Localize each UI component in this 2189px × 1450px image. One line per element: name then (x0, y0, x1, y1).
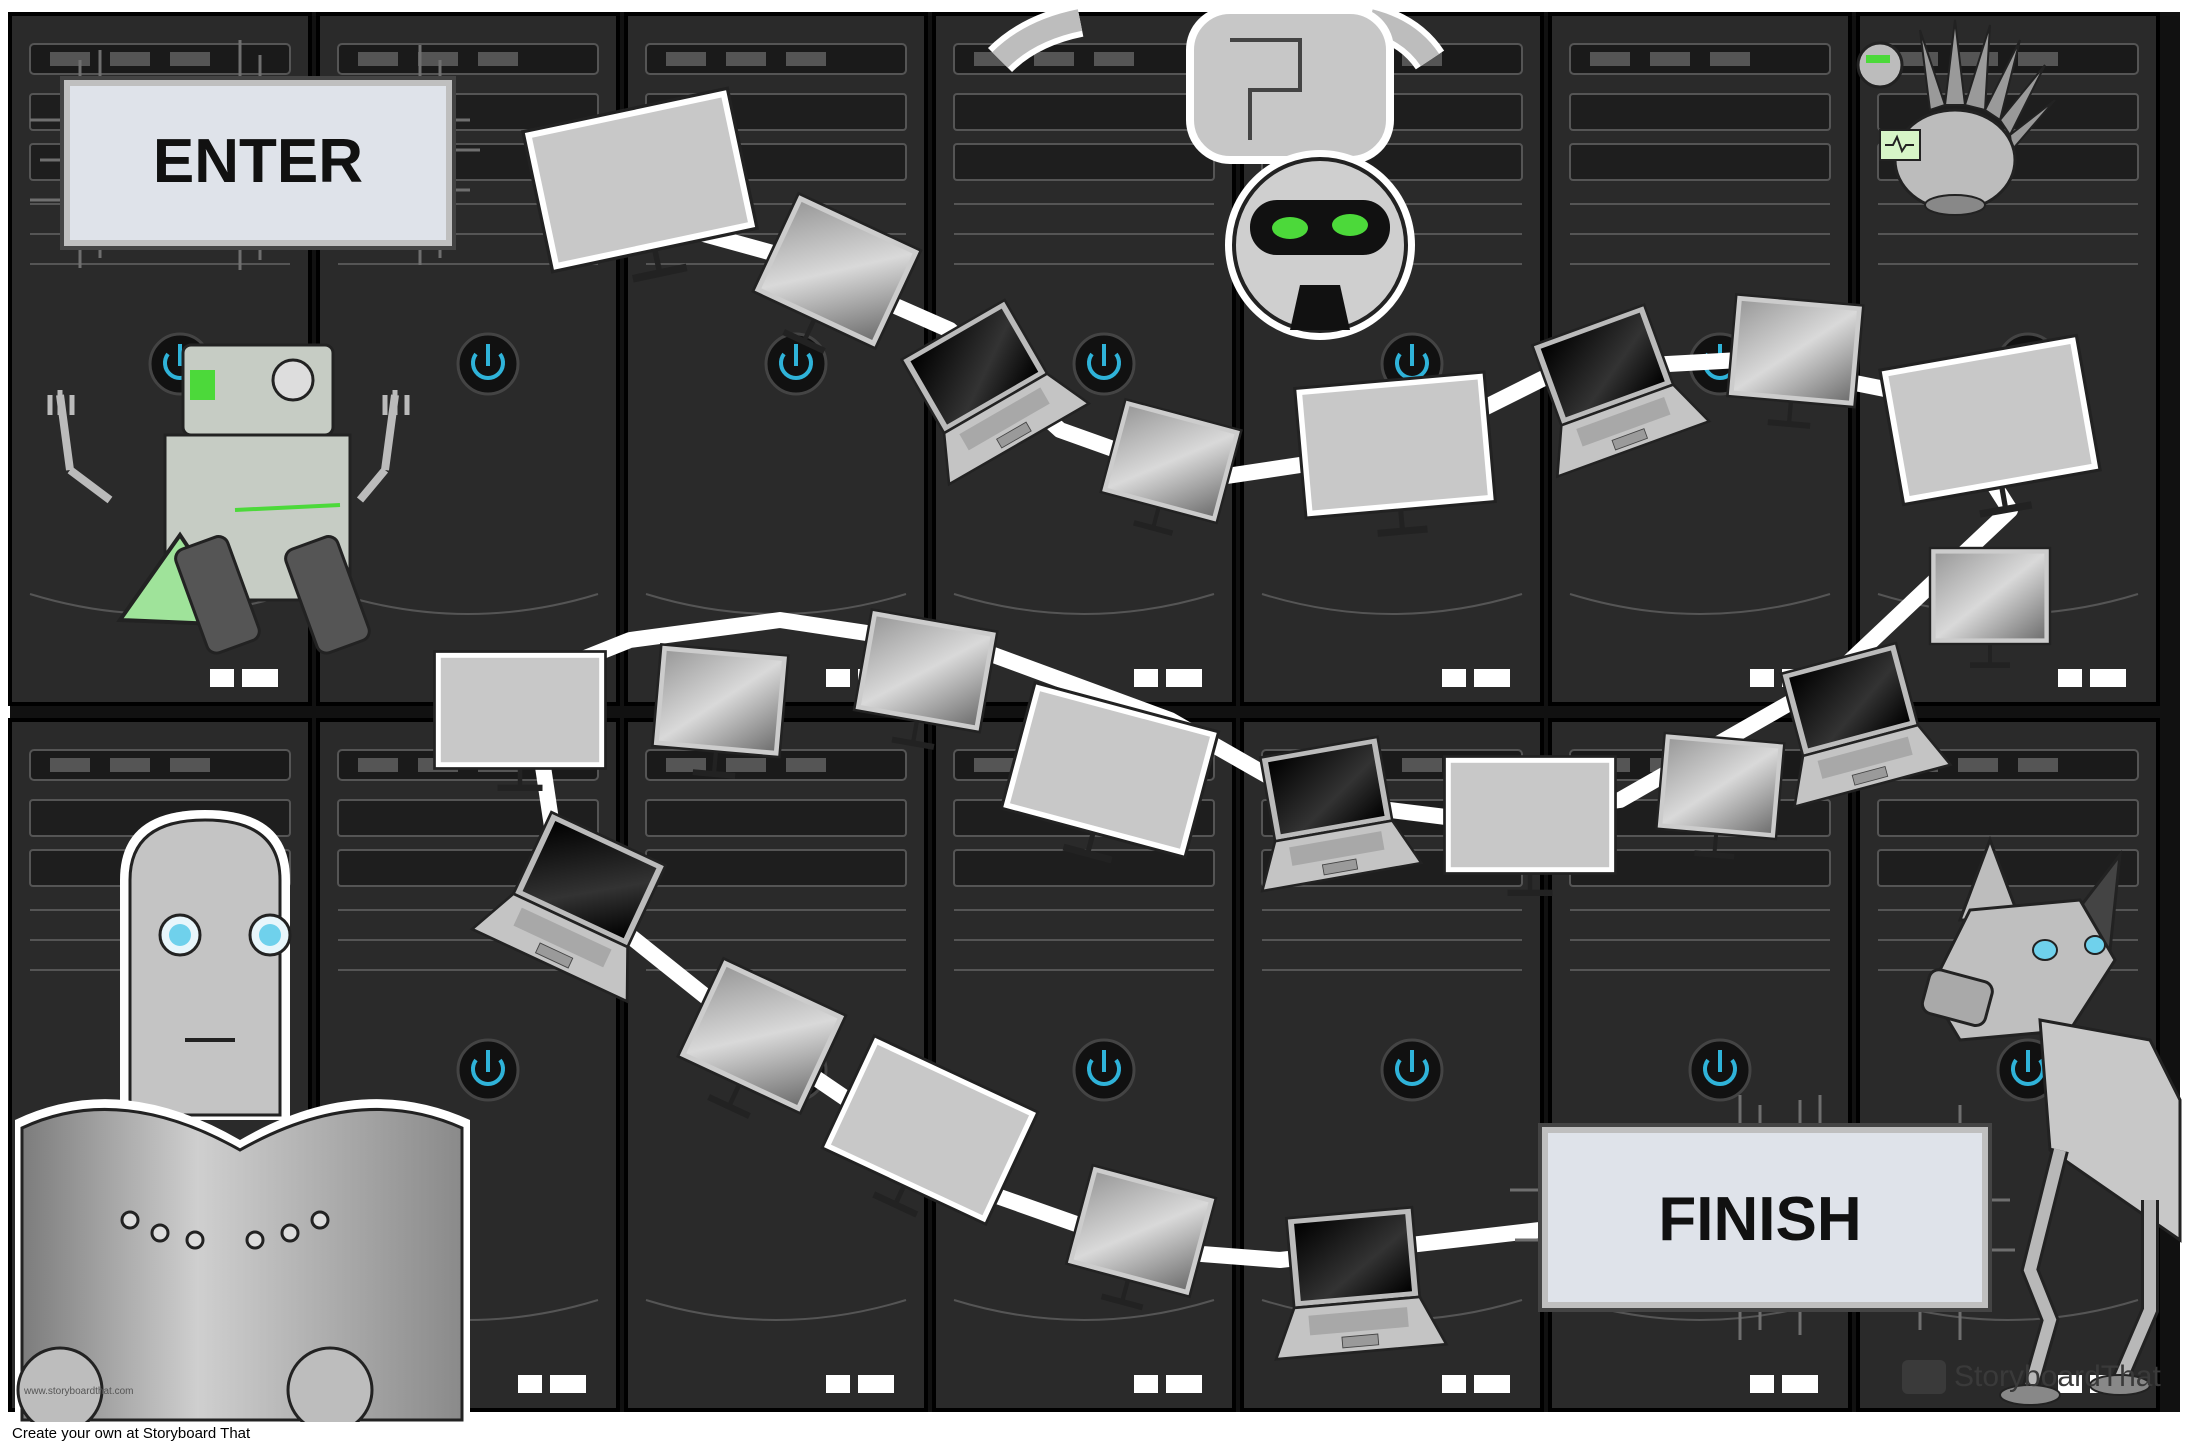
path-space-wide-monitor[interactable] (1293, 370, 1498, 543)
watermark-brand: StoryboardThat (1954, 1360, 2161, 1393)
storyboardthat-watermark: StoryboardThat (1902, 1360, 2161, 1394)
path-spaces (433, 86, 2105, 1361)
path-space-monitor[interactable] (1928, 546, 2052, 668)
finish-space: FINISH (1510, 1095, 2015, 1340)
path-space-monitor[interactable] (850, 608, 999, 758)
path-space-wide-monitor[interactable] (433, 650, 607, 792)
path-space-laptop[interactable] (1512, 297, 1712, 479)
finish-label: FINISH (1658, 1185, 1861, 1254)
path-space-laptop[interactable] (883, 289, 1092, 487)
enter-label: ENTER (153, 127, 363, 196)
path-space-wide-monitor[interactable] (1443, 755, 1617, 897)
power-button-icon (456, 332, 520, 396)
path-space-laptop[interactable] (469, 803, 686, 1004)
power-button-icon (456, 1038, 520, 1102)
robot-head-icon (987, 3, 1445, 340)
enter-space: ENTER (30, 40, 480, 270)
path-space-wide-monitor[interactable] (520, 86, 763, 298)
power-button-icon (1072, 332, 1136, 396)
small-watermark: www.storyboardthat.com (24, 1386, 134, 1397)
tracked-robot-icon (47, 343, 410, 655)
circuit-icon (30, 40, 480, 270)
robot-turkey-icon (1856, 19, 2056, 216)
path-space-monitor[interactable] (1654, 731, 1786, 863)
robot-dog-icon (1920, 835, 2182, 1406)
power-button-icon (1072, 1038, 1136, 1102)
path-space-monitor[interactable] (741, 191, 923, 372)
path-space-laptop[interactable] (1264, 1205, 1449, 1361)
power-button-icon (1380, 1038, 1444, 1102)
path-space-monitor[interactable] (1060, 1163, 1218, 1321)
path-space-monitor[interactable] (1725, 293, 1865, 432)
path-space-monitor[interactable] (666, 956, 848, 1137)
path-space-wide-monitor[interactable] (995, 680, 1221, 882)
power-button-icon (1688, 1038, 1752, 1102)
big-robot-icon (15, 810, 470, 1422)
power-button-icon (764, 332, 828, 396)
path-space-laptop[interactable] (1239, 733, 1424, 893)
path-space-wide-monitor[interactable] (812, 1034, 1040, 1246)
path-space-laptop[interactable] (1761, 638, 1953, 809)
footer-text[interactable]: Create your own at Storyboard That (12, 1425, 251, 1442)
path-space-monitor[interactable] (650, 643, 790, 782)
path-space-monitor[interactable] (1094, 397, 1243, 546)
speech-bubble-icon (1902, 1360, 1946, 1394)
path-space-wide-monitor[interactable] (1878, 333, 2105, 530)
circuit-icon (1510, 1095, 2015, 1340)
